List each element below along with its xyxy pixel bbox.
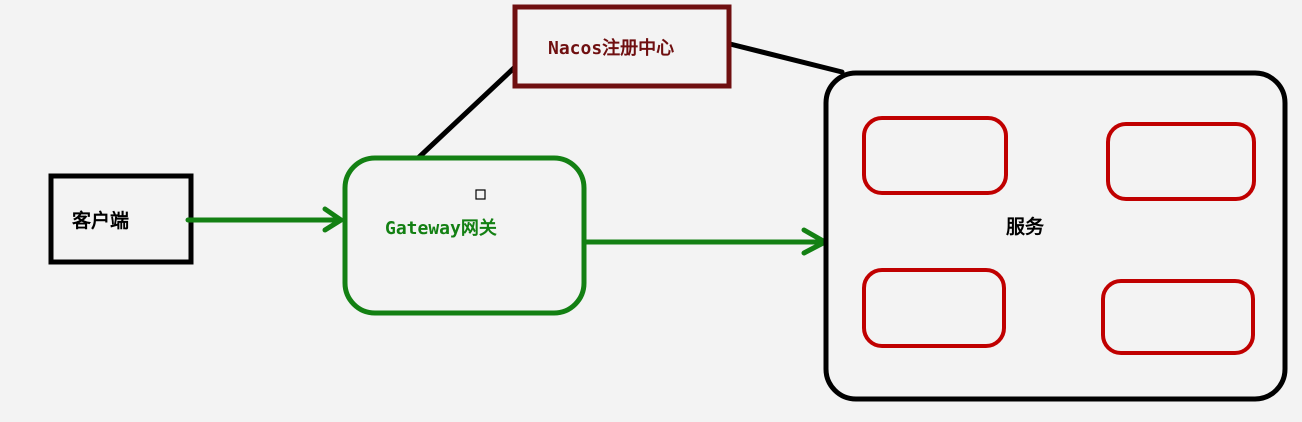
registry-label: Nacos注册中心: [548, 37, 674, 59]
gateway-registry-connector: [413, 64, 518, 163]
service-item: [862, 268, 1006, 348]
gateway-box: [342, 155, 587, 316]
services-label: 服务: [1006, 215, 1045, 238]
gateway-small-square-icon: [475, 189, 486, 200]
gateway-node: Gateway网关: [342, 155, 587, 316]
gateway-services-arrow: [583, 227, 828, 256]
client-box: [48, 173, 194, 265]
service-item: [862, 116, 1008, 195]
registry-box: [512, 4, 732, 89]
client-node: 客户端: [48, 173, 194, 265]
gateway-label: Gateway网关: [385, 217, 497, 239]
services-node: 服务: [823, 70, 1288, 402]
registry-node: Nacos注册中心: [512, 4, 732, 89]
client-label: 客户端: [72, 209, 129, 232]
services-box: [823, 70, 1288, 402]
service-item: [1106, 122, 1256, 201]
client-gateway-arrow-head: [322, 206, 344, 233]
client-gateway-arrow: [185, 206, 344, 233]
service-item: [1101, 279, 1255, 355]
registry-services-connector: [727, 41, 845, 75]
